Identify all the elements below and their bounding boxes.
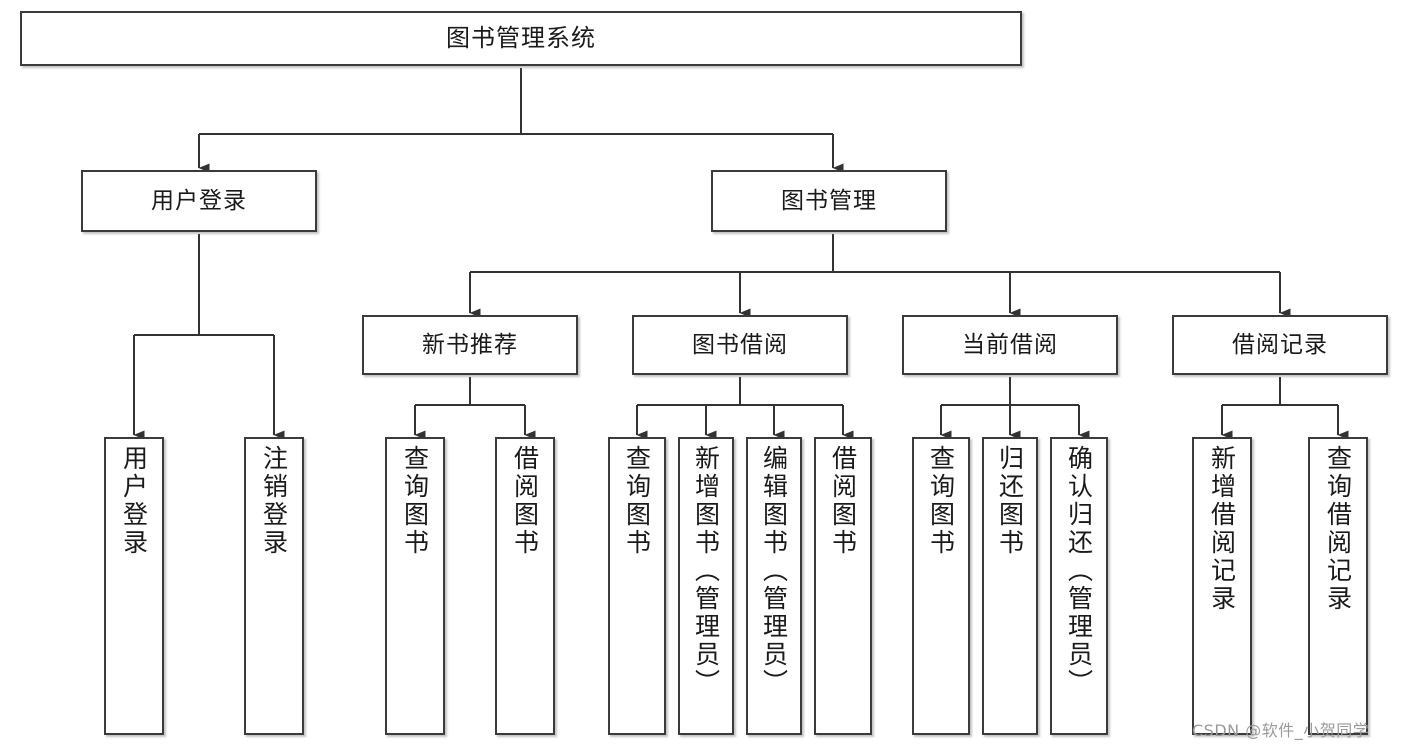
leaf-bb-edit-book-admin[interactable]: 编辑图书（管理员） bbox=[746, 437, 802, 735]
node-root-book-management-system[interactable]: 图书管理系统 bbox=[20, 11, 1022, 66]
node-label: 查询图书 bbox=[400, 445, 430, 557]
node-label: 借阅图书 bbox=[828, 445, 858, 557]
node-label: 新书推荐 bbox=[422, 331, 518, 358]
node-user-login[interactable]: 用户登录 bbox=[81, 170, 317, 232]
leaf-bb-borrow-book[interactable]: 借阅图书 bbox=[814, 437, 872, 735]
node-label: 查询图书 bbox=[926, 445, 956, 557]
leaf-nbr-query-book[interactable]: 查询图书 bbox=[385, 437, 445, 735]
leaf-nbr-borrow-book[interactable]: 借阅图书 bbox=[495, 437, 555, 735]
leaf-bb-query-book[interactable]: 查询图书 bbox=[608, 437, 666, 735]
node-label: 编辑图书（管理员） bbox=[759, 445, 789, 697]
node-label: 图书借阅 bbox=[692, 331, 788, 358]
node-book-borrow[interactable]: 图书借阅 bbox=[632, 315, 848, 375]
node-label: 当前借阅 bbox=[962, 331, 1058, 358]
node-label: 用户登录 bbox=[151, 187, 247, 214]
node-label: 借阅记录 bbox=[1232, 331, 1328, 358]
node-label: 查询借阅记录 bbox=[1323, 445, 1353, 613]
leaf-br-add-record[interactable]: 新增借阅记录 bbox=[1192, 437, 1252, 735]
node-label: 注销登录 bbox=[259, 445, 289, 557]
node-label: 新增借阅记录 bbox=[1207, 445, 1237, 613]
leaf-cb-confirm-return-admin[interactable]: 确认归还（管理员） bbox=[1050, 437, 1108, 735]
leaf-bb-add-book-admin[interactable]: 新增图书（管理员） bbox=[678, 437, 734, 735]
node-label: 确认归还（管理员） bbox=[1064, 445, 1094, 697]
leaf-br-query-record[interactable]: 查询借阅记录 bbox=[1308, 437, 1368, 735]
node-book-management[interactable]: 图书管理 bbox=[711, 170, 947, 232]
node-label: 图书管理系统 bbox=[446, 23, 596, 52]
node-label: 新增图书（管理员） bbox=[691, 445, 721, 697]
leaf-cb-query-book[interactable]: 查询图书 bbox=[912, 437, 970, 735]
node-label: 借阅图书 bbox=[510, 445, 540, 557]
node-label: 归还图书 bbox=[995, 445, 1025, 557]
node-label: 用户登录 bbox=[119, 445, 149, 557]
leaf-user-login[interactable]: 用户登录 bbox=[104, 437, 164, 735]
node-borrow-record[interactable]: 借阅记录 bbox=[1172, 315, 1388, 375]
node-new-book-recommend[interactable]: 新书推荐 bbox=[362, 315, 578, 375]
node-label: 查询图书 bbox=[622, 445, 652, 557]
node-current-borrow[interactable]: 当前借阅 bbox=[902, 315, 1118, 375]
leaf-cb-return-book[interactable]: 归还图书 bbox=[982, 437, 1038, 735]
leaf-logout[interactable]: 注销登录 bbox=[244, 437, 304, 735]
node-label: 图书管理 bbox=[781, 187, 877, 214]
